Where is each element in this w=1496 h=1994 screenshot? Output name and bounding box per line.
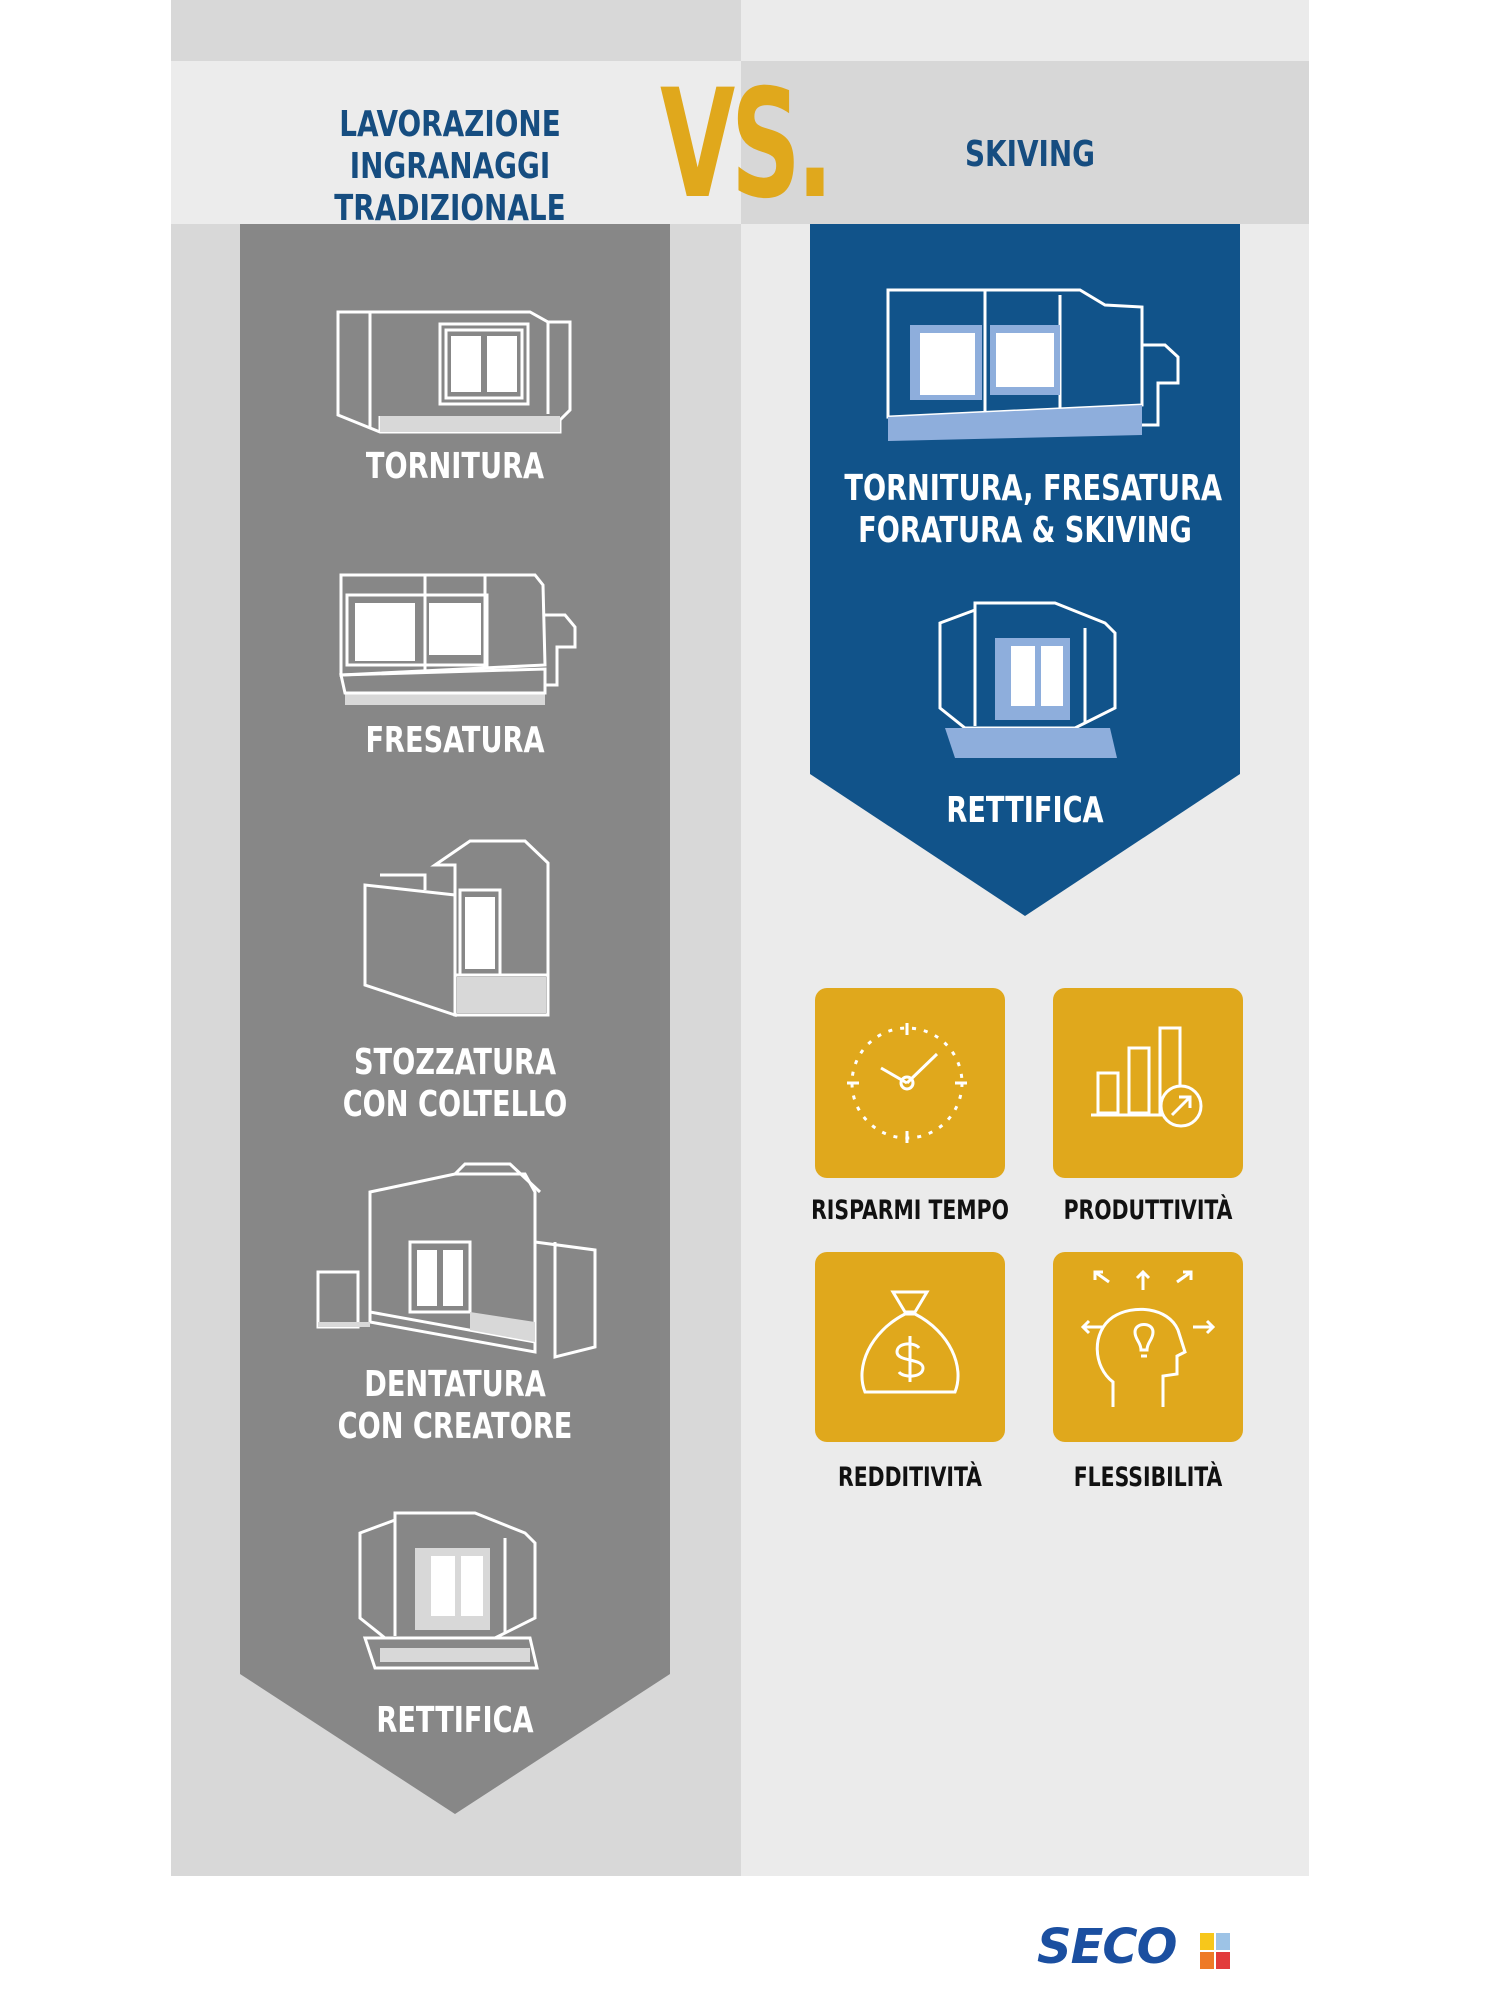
lathe-machine-icon [336, 310, 572, 434]
skiving-step-label: RETTIFICA [946, 790, 1104, 831]
shaping-machine-icon [363, 839, 550, 1018]
multitask-machine-icon [886, 288, 1180, 441]
grinding-machine-icon [358, 1511, 539, 1670]
idea-head-icon [1080, 1269, 1216, 1407]
traditional-step-label-line1: STOZZATURA [353, 1042, 557, 1083]
benefit-label: FLESSIBILITÀ [1073, 1462, 1223, 1493]
benefit-tile-productivity [1053, 988, 1243, 1178]
traditional-title-line2: TRADIZIONALE [334, 188, 566, 229]
traditional-step-label-line2: CON CREATORE [337, 1406, 573, 1447]
skiving-step-label-line2: FORATURA & SKIVING [858, 510, 1192, 551]
grinding-machine-icon [938, 601, 1117, 758]
skiving-title: SKIVING [964, 134, 1096, 175]
seco-logo: SECO [1037, 1919, 1237, 1975]
seco-logo-text: SECO [1037, 1919, 1177, 1975]
traditional-header [171, 61, 741, 224]
skiving-step-label-line1: TORNITURA, FRESATURA [844, 468, 1223, 509]
seco-color-squares-icon [1200, 1933, 1230, 1969]
clock-icon [847, 1023, 967, 1143]
money-bag-icon [860, 1290, 960, 1394]
traditional-step-label: TORNITURA [365, 446, 545, 487]
milling-machine-icon [339, 573, 577, 705]
traditional-step-label: STOZZATURA CON COLTELLO [274, 1042, 635, 1126]
traditional-step-label-line2: CON COLTELLO [342, 1084, 568, 1125]
benefit-tile-time [815, 988, 1005, 1178]
benefit-label: REDDITIVITÀ [838, 1462, 982, 1493]
traditional-step-label: RETTIFICA [376, 1700, 534, 1741]
benefit-label: RISPARMI TEMPO [811, 1195, 1009, 1226]
benefit-tile-profitability [815, 1252, 1005, 1442]
traditional-title: LAVORAZIONE INGRANAGGI TRADIZIONALE [252, 104, 648, 230]
traditional-step-label: FRESATURA [365, 720, 545, 761]
benefit-tile-flexibility [1053, 1252, 1243, 1442]
hobbing-machine-icon [316, 1162, 597, 1359]
skiving-header [741, 61, 1309, 224]
traditional-title-line1: LAVORAZIONE INGRANAGGI [339, 104, 561, 187]
traditional-step-label: DENTATURA CON CREATORE [274, 1364, 635, 1448]
vs-label: VS. [660, 58, 833, 232]
benefit-label: PRODUTTIVITÀ [1063, 1195, 1233, 1226]
traditional-step-label-line1: DENTATURA [364, 1364, 546, 1405]
bar-chart-icon [1091, 1026, 1203, 1128]
skiving-step-label: TORNITURA, FRESATURA FORATURA & SKIVING [844, 468, 1223, 552]
